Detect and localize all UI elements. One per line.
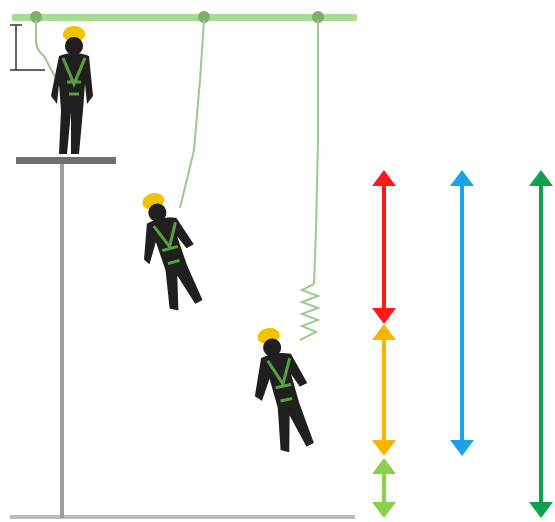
red-arrow — [372, 170, 396, 324]
anchor-point-3 — [312, 11, 324, 23]
worker-arrested-icon — [254, 327, 314, 453]
lanyard-falling — [179, 19, 205, 209]
worker-falling-icon — [142, 193, 203, 311]
work-platform — [16, 157, 116, 164]
orange-arrow — [372, 324, 396, 456]
worker-standing-icon — [51, 26, 93, 154]
anchor-point-2 — [198, 11, 210, 23]
platform-pole — [60, 164, 64, 518]
light-green-arrow — [372, 458, 396, 518]
green-arrow — [529, 170, 553, 518]
lanyard-standing — [35, 20, 63, 91]
shock-absorber-coil — [299, 283, 321, 341]
measure-bracket — [10, 24, 45, 71]
ground-line — [10, 515, 355, 519]
anchor-point-1 — [30, 11, 42, 23]
blue-arrow — [450, 170, 474, 456]
lanyard-arrested — [313, 20, 319, 285]
anchor-line — [12, 14, 357, 21]
